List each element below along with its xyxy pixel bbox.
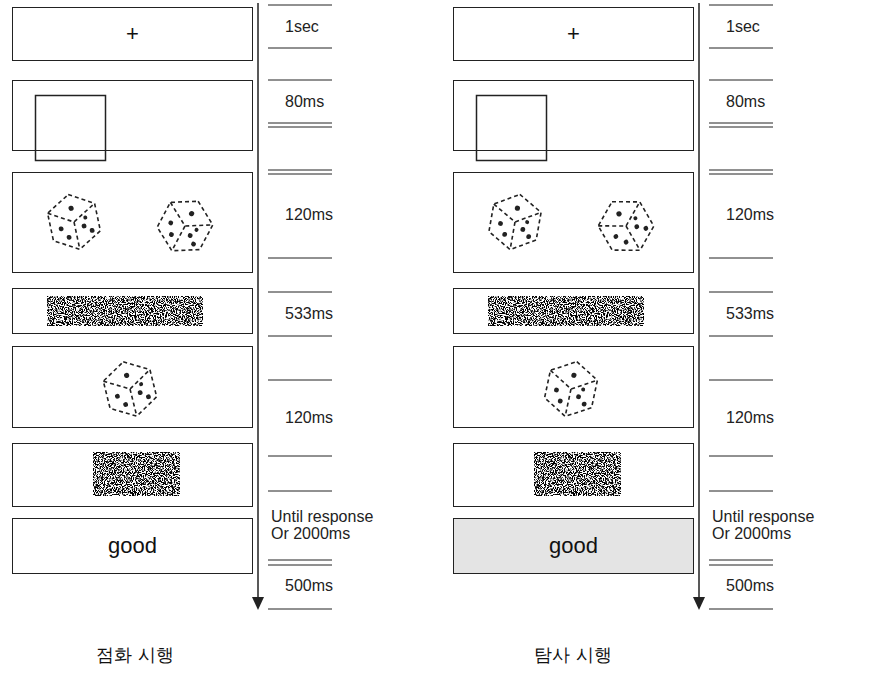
duration-label: 1sec — [726, 19, 836, 36]
duration-label: 533ms — [726, 306, 836, 323]
duration-label: 80ms — [285, 94, 395, 111]
duration-label: 120ms — [726, 410, 836, 427]
duration-label: Until response Or 2000ms — [712, 509, 830, 543]
duration-label: 500ms — [285, 578, 395, 595]
duration-label: 80ms — [726, 94, 836, 111]
trial-caption: 탐사 시행 — [534, 643, 612, 667]
screen-text: + — [126, 21, 139, 47]
frame-box: good — [453, 518, 694, 574]
frame-box: + — [453, 7, 694, 61]
duration-label: Until response Or 2000ms — [271, 509, 389, 543]
trial-caption: 점화 시행 — [96, 643, 174, 667]
duration-label: 500ms — [726, 578, 836, 595]
frame-box: + — [12, 7, 253, 61]
duration-label: 120ms — [285, 207, 395, 224]
frame-box: good — [12, 518, 253, 574]
duration-label: 120ms — [285, 410, 395, 427]
screen-text: + — [567, 21, 580, 47]
screen-text: good — [549, 533, 598, 559]
screen-text: good — [108, 533, 157, 559]
duration-label: 533ms — [285, 306, 395, 323]
duration-label: 1sec — [285, 19, 395, 36]
duration-label: 120ms — [726, 207, 836, 224]
